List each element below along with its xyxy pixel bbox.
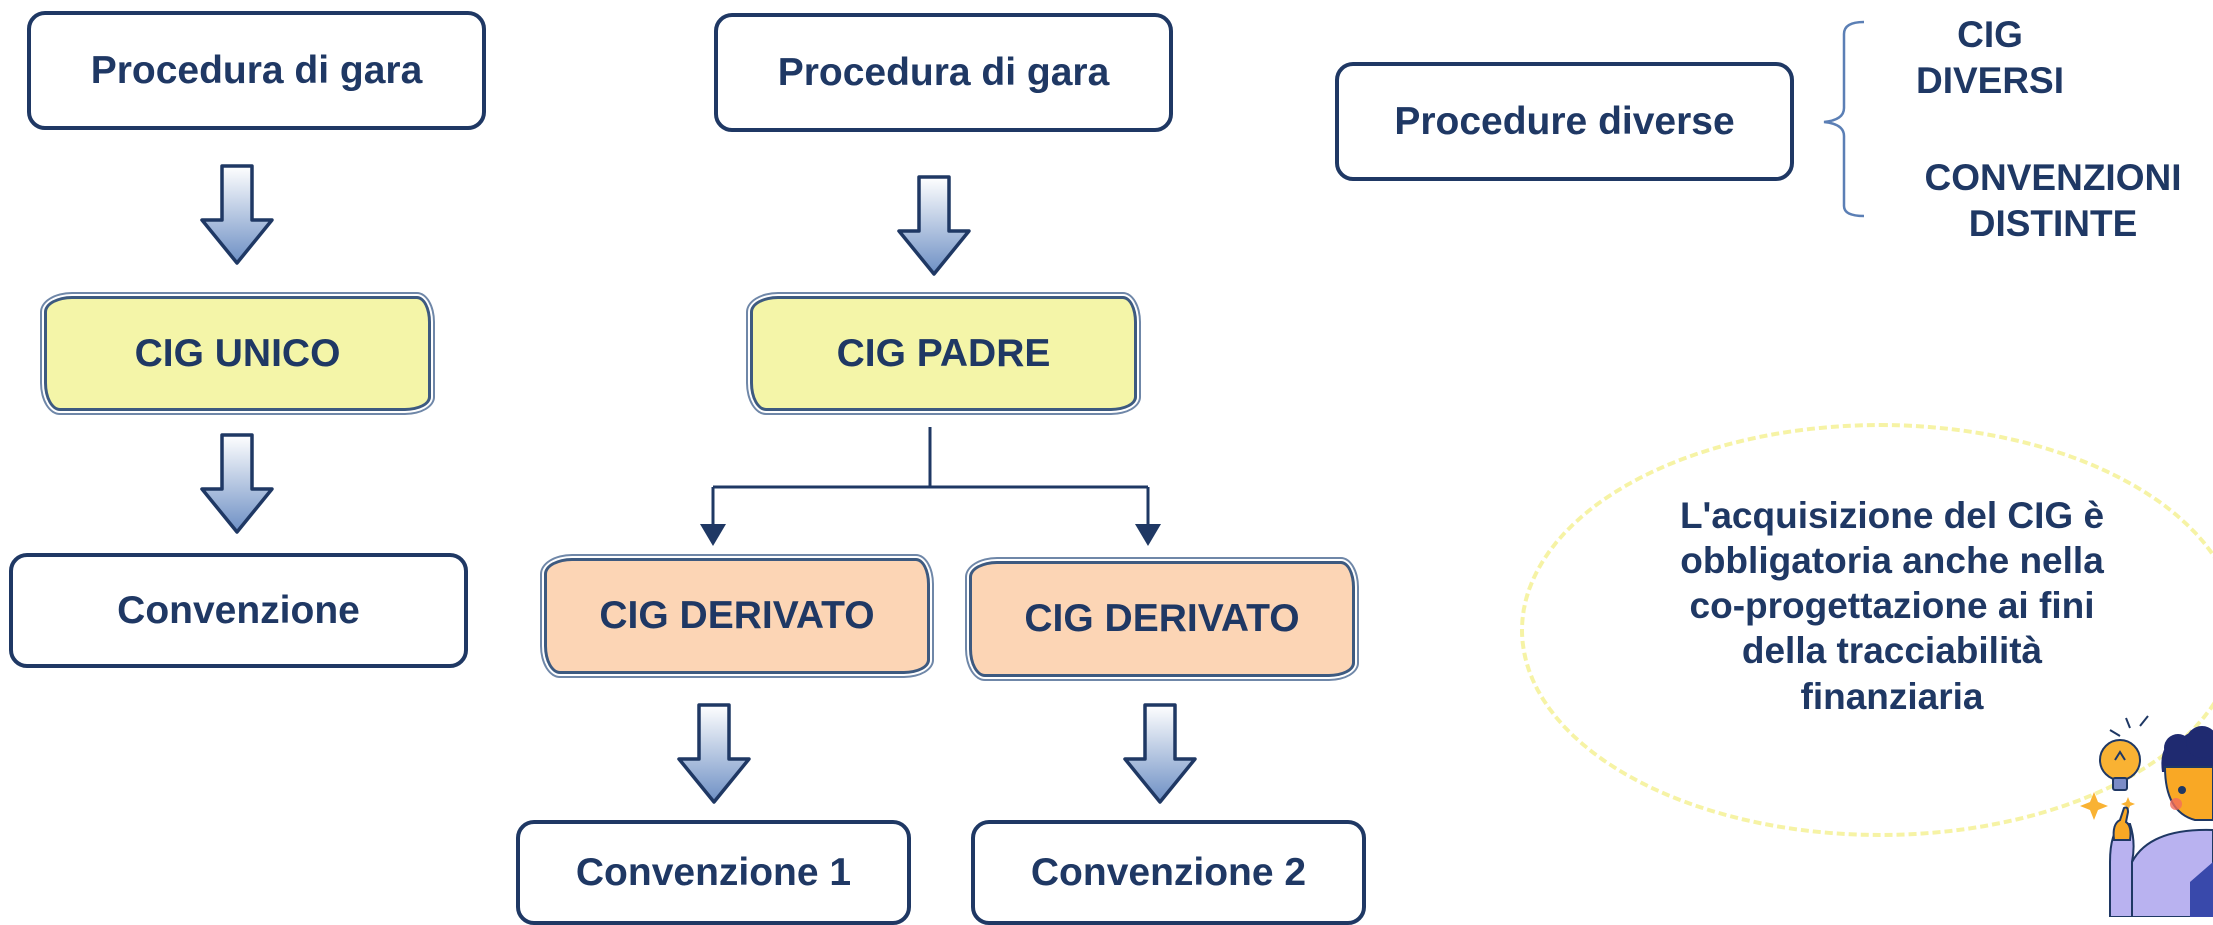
procedura-di-gara-label-1: Procedura di gara [90,48,423,92]
down-arrow-icon [897,175,971,276]
cig-derivato-box-1: CIG DERIVATO [544,558,930,674]
note-ellipse [1520,423,2213,837]
cig-unico-box: CIG UNICO [44,296,431,411]
convenzione-2-box: Convenzione 2 [971,820,1366,925]
down-arrow-icon [1123,703,1197,804]
down-arrow-icon [200,164,274,265]
convenzione-box: Convenzione [9,553,468,668]
down-arrow-icon [677,703,751,804]
convenzioni-distinte-label: CONVENZIONI DISTINTE [1924,157,2182,245]
convenzione-1-box: Convenzione 1 [516,820,911,925]
convenzione-label: Convenzione [117,588,360,632]
procedure-diverse-box: Procedure diverse [1335,62,1794,181]
convenzione-1-label: Convenzione 1 [575,850,852,894]
note-text: L'acquisizione del CIG è obbligatoria an… [1679,495,2105,717]
cig-derivato-box-2: CIG DERIVATO [969,561,1355,677]
cig-padre-label: CIG PADRE [836,331,1051,375]
procedure-diverse-label: Procedure diverse [1394,99,1735,143]
procedura-di-gara-label-2: Procedura di gara [777,50,1110,94]
convenzione-2-label: Convenzione 2 [1030,850,1307,894]
procedura-di-gara-box-2: Procedura di gara [714,13,1173,132]
down-arrow-icon [200,433,274,534]
cig-derivato-label-1: CIG DERIVATO [599,594,875,637]
lightbulb-person-icon [2080,715,2213,917]
cig-unico-label: CIG UNICO [134,331,341,375]
procedura-di-gara-box-1: Procedura di gara [27,11,486,130]
cig-diversi-label: CIG DIVERSI [1915,14,2065,102]
cig-padre-box: CIG PADRE [750,296,1137,411]
cig-derivato-label-2: CIG DERIVATO [1024,597,1300,640]
brace-icon [1823,20,1865,218]
